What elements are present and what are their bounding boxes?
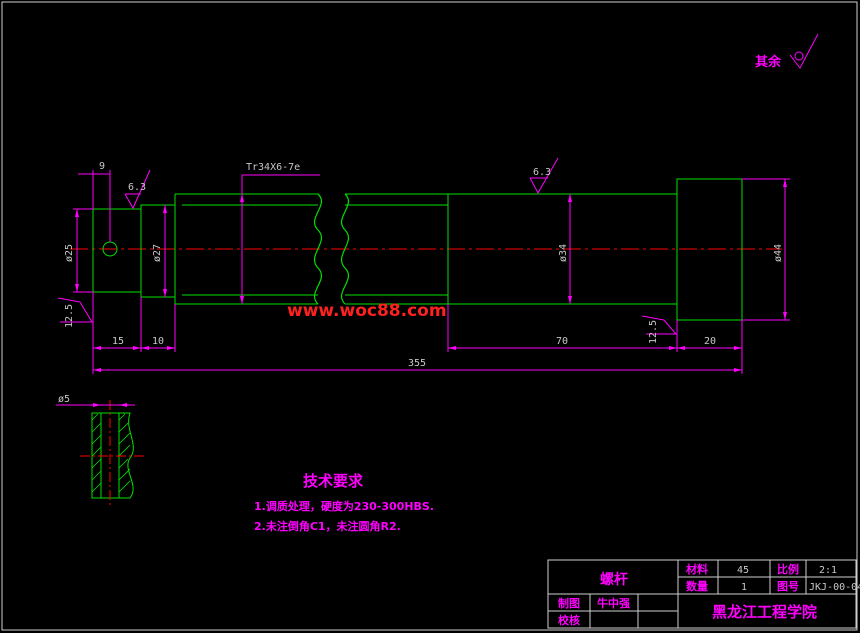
dim-15: 15	[112, 336, 124, 347]
scale-value: 2:1	[819, 565, 837, 576]
thread-section	[174, 193, 448, 305]
drawing-no-value: JKJ-00-04	[809, 582, 860, 593]
drawn-label: 制图	[558, 596, 580, 610]
school-name: 黑龙江工程学院	[712, 603, 817, 621]
shaft-view: 9 15 10 70 20 355 Tr34X6-7e ø25 ø27 ø34 …	[57, 33, 819, 374]
dim-20: 20	[704, 336, 716, 347]
quantity-label: 数量	[686, 579, 708, 593]
material-value: 45	[737, 565, 749, 576]
drawn-value: 牛中强	[597, 596, 630, 610]
roughness-symbol	[124, 169, 151, 210]
dim-d34: ø34	[558, 244, 569, 262]
dim-9: 9	[99, 161, 105, 172]
scale-label: 比例	[777, 562, 799, 576]
dim-d5: ø5	[58, 394, 70, 405]
watermark: www.woc88.com	[287, 301, 447, 321]
dim-d44: ø44	[773, 244, 784, 262]
roughness-symbol	[789, 33, 819, 69]
roughness-63-left: 6.3	[128, 182, 146, 193]
roughness-125-right: 12.5	[648, 320, 659, 344]
thread-spec: Tr34X6-7e	[246, 162, 300, 173]
dim-355: 355	[408, 358, 426, 369]
roughness-symbol	[529, 157, 559, 195]
dim-d27: ø27	[152, 244, 163, 262]
drawing-no-label: 图号	[777, 580, 799, 593]
shaft-section-d34	[447, 193, 677, 305]
roughness-125-left: 12.5	[64, 304, 75, 328]
roughness-63-right: 6.3	[533, 167, 551, 178]
dim-10: 10	[152, 336, 164, 347]
material-label: 材料	[686, 562, 708, 576]
break-line	[314, 193, 322, 305]
title-block: 螺杆 材料 45 比例 2:1 数量 1 图号 JKJ-00-04 制图 牛中强…	[547, 559, 860, 629]
quantity-value: 1	[741, 582, 747, 593]
tech-req-item-1: 1.调质处理，硬度为230-300HBS.	[254, 499, 434, 513]
part-name: 螺杆	[600, 571, 628, 588]
pinhole-detail-view: ø5	[56, 394, 145, 505]
tech-req-title: 技术要求	[303, 472, 364, 490]
checked-label: 校核	[558, 613, 580, 627]
tech-req-item-2: 2.未注倒角C1，未注圆角R2.	[254, 519, 401, 533]
break-line	[341, 193, 349, 305]
shaft-head-d44	[676, 178, 743, 321]
roughness-symbol	[57, 297, 93, 323]
roughness-rest-label: 其余	[755, 54, 782, 70]
dim-d25: ø25	[64, 244, 75, 262]
technical-requirements: 技术要求 1.调质处理，硬度为230-300HBS. 2.未注倒角C1，未注圆角…	[254, 472, 434, 533]
roughness-symbol	[641, 315, 678, 335]
dim-70: 70	[556, 336, 568, 347]
